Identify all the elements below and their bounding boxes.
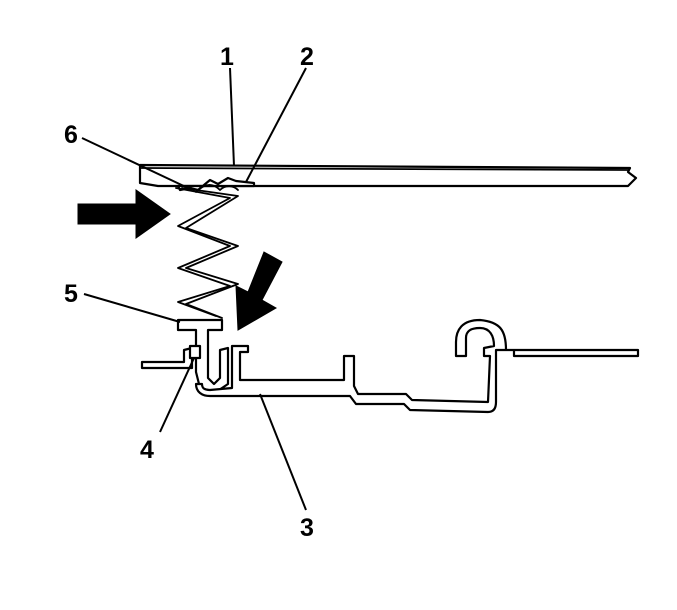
leader-2 [245, 67, 307, 183]
callout-5: 5 [64, 280, 78, 308]
lower-frame [194, 318, 640, 414]
upper-panel [138, 163, 638, 188]
small-clip [188, 344, 202, 360]
callout-6: 6 [64, 121, 78, 149]
push-arrow-left [77, 189, 171, 239]
callout-3: 3 [300, 514, 314, 542]
callout-2: 2 [300, 43, 314, 71]
leader-5 [83, 293, 181, 323]
spring-seal [175, 187, 239, 319]
leader-lines [81, 67, 307, 511]
leader-3 [259, 393, 307, 511]
leader-4 [159, 357, 195, 433]
callout-4: 4 [140, 436, 154, 464]
push-arrow-down [235, 251, 283, 331]
callout-1: 1 [220, 43, 234, 71]
leader-1 [229, 67, 235, 167]
seal-base [140, 318, 230, 394]
leader-6 [81, 137, 189, 189]
